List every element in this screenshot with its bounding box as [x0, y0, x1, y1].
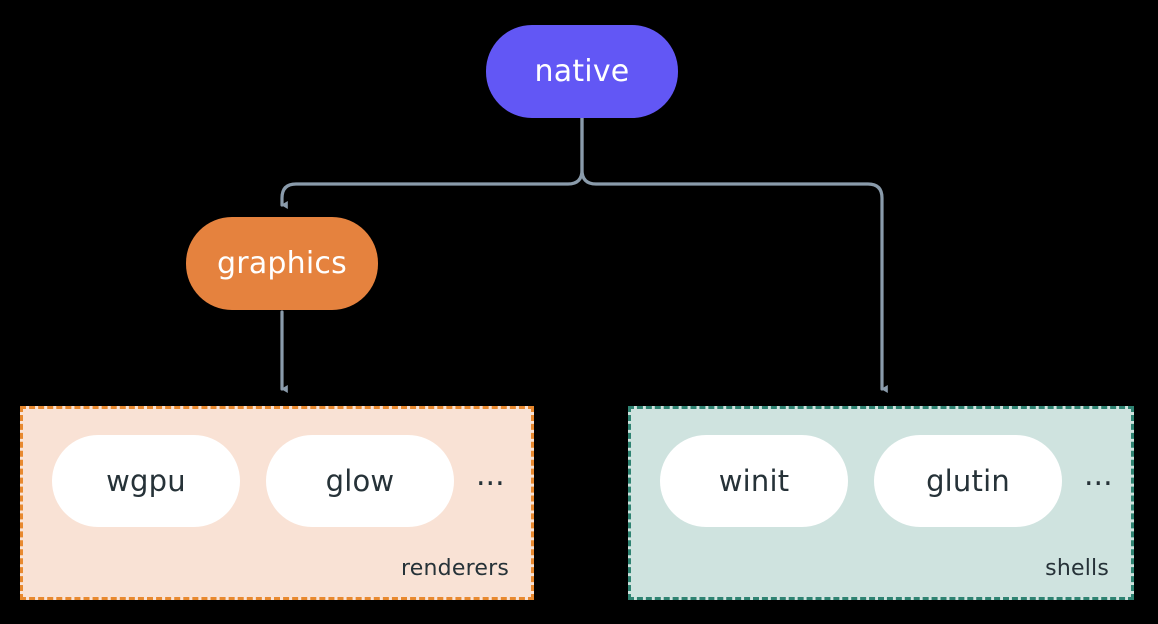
leaf-glutin[interactable]: glutin	[874, 435, 1062, 527]
node-native-label: native	[534, 54, 630, 89]
group-shells-label: shells	[1045, 556, 1109, 581]
group-shells-items: winit glutin ...	[631, 435, 1131, 527]
leaf-glow[interactable]: glow	[266, 435, 454, 527]
node-graphics[interactable]: graphics	[186, 217, 378, 310]
leaf-winit[interactable]: winit	[660, 435, 848, 527]
leaf-winit-label: winit	[718, 464, 790, 498]
group-renderers[interactable]: wgpu glow ... renderers	[20, 406, 534, 600]
node-native[interactable]: native	[486, 25, 678, 118]
group-renderers-label: renderers	[401, 556, 509, 581]
node-graphics-label: graphics	[217, 246, 347, 281]
edge-native-to-graphics	[280, 116, 584, 210]
group-renderers-items: wgpu glow ...	[23, 435, 531, 527]
renderers-overflow-ellipsis: ...	[476, 458, 505, 493]
group-shells[interactable]: winit glutin ... shells	[628, 406, 1134, 600]
leaf-wgpu-label: wgpu	[106, 464, 186, 498]
leaf-glow-label: glow	[325, 464, 395, 498]
edge-native-to-shells	[580, 116, 888, 394]
shells-overflow-ellipsis: ...	[1084, 458, 1113, 493]
leaf-wgpu[interactable]: wgpu	[52, 435, 240, 527]
leaf-glutin-label: glutin	[926, 464, 1010, 498]
